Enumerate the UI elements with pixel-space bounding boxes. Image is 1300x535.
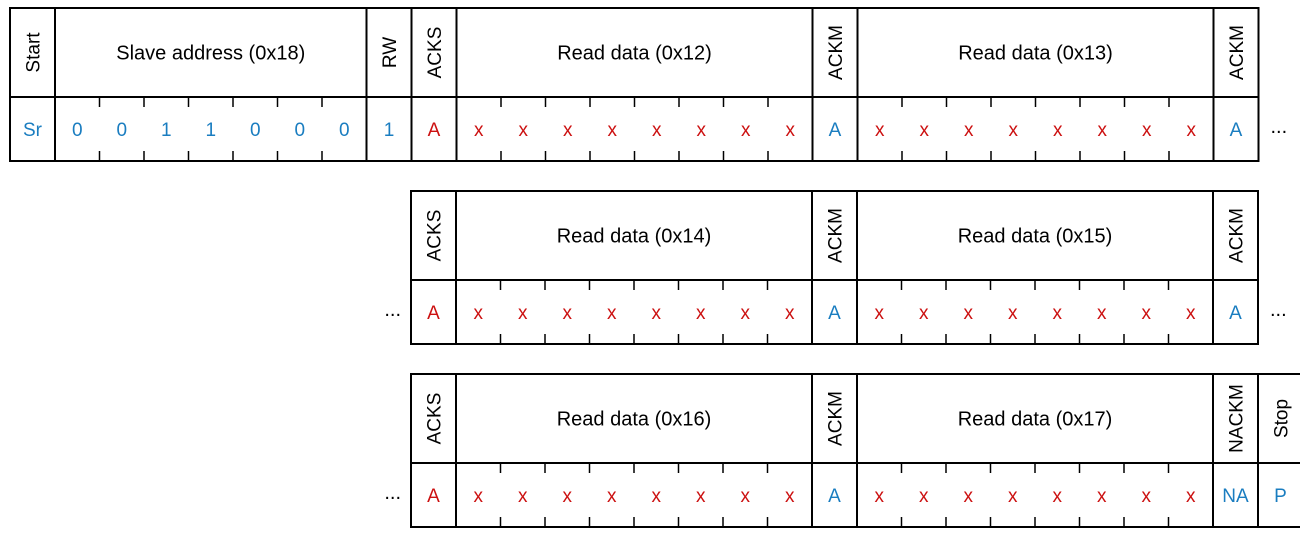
header-ackm: ACKM	[826, 391, 847, 446]
bit-value: 1	[161, 120, 172, 141]
value-ackm: A	[829, 120, 842, 141]
bit-value: x	[920, 120, 930, 141]
row-frame	[410, 373, 1300, 528]
bit-value: x	[875, 120, 885, 141]
header-ackm: ACKM	[826, 25, 847, 80]
bit-value: x	[563, 486, 573, 507]
bit-value: x	[741, 120, 751, 141]
bit-value: x	[1008, 486, 1018, 507]
bit-value: 1	[205, 120, 216, 141]
bit-value: x	[1186, 303, 1196, 324]
header-ackm: ACKM	[826, 208, 847, 263]
value-ackm: A	[1229, 303, 1242, 324]
bit-value: x	[1008, 303, 1018, 324]
bit-value: x	[474, 303, 484, 324]
trailing-ellipsis: ...	[1271, 116, 1288, 138]
bit-value: x	[1053, 120, 1063, 141]
value-ackm: A	[828, 486, 841, 507]
byte-header: Read data (0x15)	[958, 226, 1113, 248]
byte-header: Read data (0x13)	[958, 43, 1113, 65]
bit-value: x	[697, 120, 707, 141]
value-acks: A	[427, 303, 440, 324]
bit-value: x	[1142, 120, 1152, 141]
bit-value: x	[1187, 120, 1197, 141]
byte-header: Read data (0x16)	[557, 409, 712, 431]
byte-header: Read data (0x12)	[557, 43, 712, 65]
bit-value: x	[741, 303, 751, 324]
bit-value: x	[1098, 120, 1108, 141]
byte-header: Slave address (0x18)	[116, 43, 305, 65]
header-stop: Stop	[1272, 399, 1293, 438]
header-acks: ACKS	[425, 393, 446, 445]
value-acks: A	[427, 486, 440, 507]
bit-value: 0	[72, 120, 83, 141]
header-start: Start	[24, 32, 45, 73]
header-acks: ACKS	[425, 210, 446, 262]
bit-value: x	[785, 303, 795, 324]
header-ackm: ACKM	[1227, 25, 1248, 80]
value-stop: P	[1274, 486, 1287, 507]
value-ackm: A	[828, 303, 841, 324]
bit-value: x	[741, 486, 751, 507]
bit-value: x	[518, 486, 528, 507]
header-rw: RW	[380, 37, 401, 68]
bit-value: 0	[294, 120, 305, 141]
trailing-ellipsis: ...	[1270, 299, 1287, 321]
byte-header: Read data (0x14)	[557, 226, 712, 248]
bit-value: x	[474, 486, 484, 507]
bit-value: x	[474, 120, 484, 141]
bit-value: x	[607, 303, 617, 324]
bit-value: x	[785, 486, 795, 507]
bit-value: x	[1097, 303, 1107, 324]
bit-value: x	[518, 303, 528, 324]
bit-value: x	[652, 486, 662, 507]
bit-value: 0	[339, 120, 350, 141]
bit-value: x	[964, 303, 974, 324]
header-ackm: ACKM	[1227, 208, 1248, 263]
value-start: Sr	[23, 120, 43, 141]
bit-value: x	[1142, 303, 1152, 324]
bit-value: x	[1053, 486, 1063, 507]
bit-value: x	[1053, 303, 1063, 324]
header-nackm: NACKM	[1227, 384, 1248, 453]
row-frame	[410, 190, 1259, 345]
bit-value: x	[1142, 486, 1152, 507]
bit-value: x	[563, 120, 573, 141]
bit-value: x	[964, 120, 974, 141]
bit-value: 0	[250, 120, 261, 141]
bit-value: x	[1097, 486, 1107, 507]
bit-value: x	[964, 486, 974, 507]
bit-value: x	[519, 120, 529, 141]
leading-ellipsis: ...	[384, 482, 401, 504]
bit-value: x	[875, 303, 885, 324]
leading-ellipsis: ...	[384, 299, 401, 321]
bit-value: x	[696, 486, 706, 507]
value-acks: A	[428, 120, 441, 141]
bit-value: x	[1186, 486, 1196, 507]
header-acks: ACKS	[425, 27, 446, 79]
value-rw: 1	[384, 120, 395, 141]
bit-value: x	[1009, 120, 1019, 141]
value-ackm: A	[1230, 120, 1243, 141]
bit-value: x	[919, 486, 929, 507]
bit-value: x	[607, 486, 617, 507]
bit-value: x	[563, 303, 573, 324]
bit-value: x	[875, 486, 885, 507]
value-nackm: NA	[1222, 486, 1249, 507]
bit-value: x	[608, 120, 618, 141]
byte-header: Read data (0x17)	[958, 409, 1113, 431]
bit-value: x	[919, 303, 929, 324]
bit-value: x	[696, 303, 706, 324]
row-frame	[9, 7, 1260, 162]
bit-value: x	[652, 120, 662, 141]
bit-value: x	[652, 303, 662, 324]
bit-value: 0	[116, 120, 127, 141]
bit-value: x	[786, 120, 796, 141]
